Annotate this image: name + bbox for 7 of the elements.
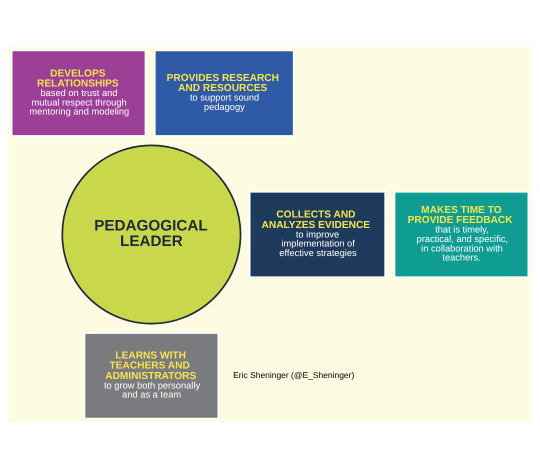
node-box: COLLECTS AND ANALYZES EVIDENCE to improve implementation of effective strategies — [248, 190, 386, 278]
label: Eric Sheninger (@E_Sheninger) — [233, 369, 354, 380]
node-box: DEVELOPS RELATIONSHIPS based on trust and mutual respect through mentoring and modeling — [10, 49, 146, 136]
node-box: LEARNS WITH TEACHERS AND ADMINISTRATORS to grow both personally and as a team — [84, 332, 220, 419]
node-box: MAKES TIME TO PROVIDE FEEDBACK that is timely, practical, and specific, in collaboration with teachers. — [394, 190, 530, 278]
node-circle: PEDAGOGICAL LEADER — [61, 144, 242, 324]
node-box: PROVIDES RESEARCH AND RESOURCES to support sound pedagogy — [154, 49, 295, 136]
